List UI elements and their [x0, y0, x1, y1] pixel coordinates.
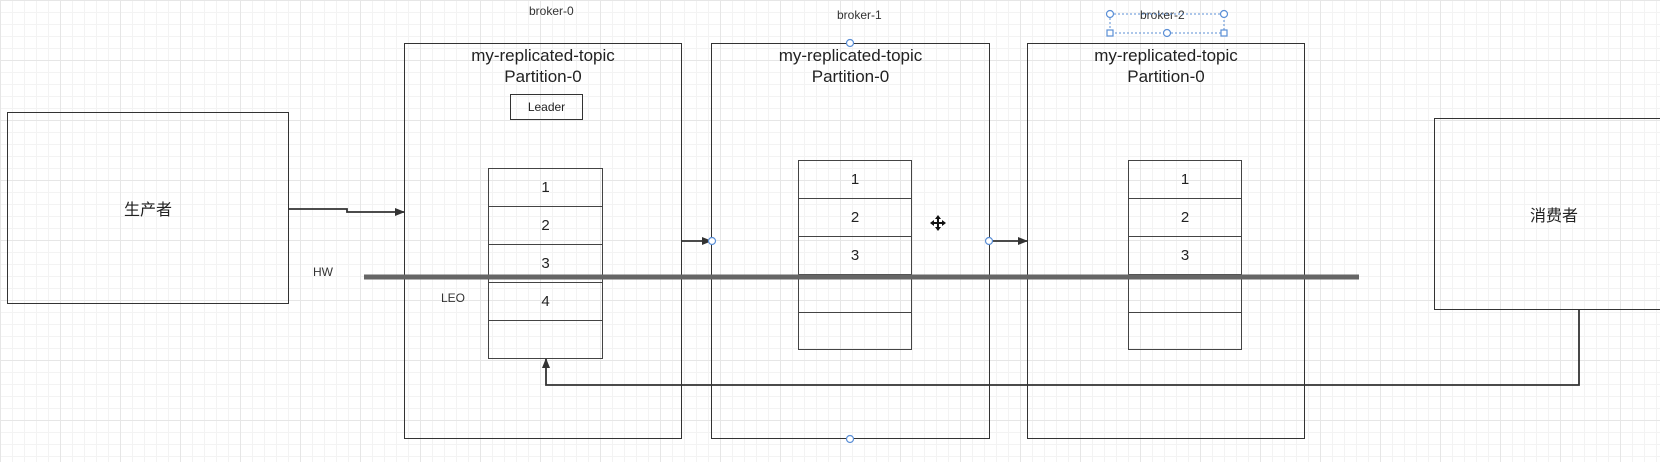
broker-1-topic: my-replicated-topic: [778, 46, 923, 65]
broker-0-title: my-replicated-topic Partition-0: [405, 45, 681, 87]
broker-2-title: my-replicated-topic Partition-0: [1028, 45, 1304, 87]
broker-2-label[interactable]: broker-2: [1140, 8, 1185, 22]
log-cell: 2: [489, 207, 602, 245]
broker-1-partition: Partition-0: [811, 67, 890, 86]
broker-1-label: broker-1: [837, 8, 882, 22]
connection-point[interactable]: [845, 434, 855, 444]
broker-0-box[interactable]: my-replicated-topic Partition-0: [404, 43, 682, 439]
producer-to-broker-0-arrow[interactable]: [289, 208, 405, 216]
broker-0-topic: my-replicated-topic: [471, 46, 615, 65]
broker-2-topic: my-replicated-topic: [1094, 46, 1238, 65]
producer-label: 生产者: [123, 202, 172, 219]
consumer-to-broker-0-arrow[interactable]: [542, 310, 1580, 386]
selection-box[interactable]: [1105, 9, 1229, 38]
log-cell: [799, 275, 911, 313]
log-cell: 1: [1129, 161, 1241, 199]
connection-point[interactable]: [707, 236, 717, 246]
log-cell: 2: [1129, 199, 1241, 237]
connection-point[interactable]: [845, 38, 855, 48]
log-cell: 4: [489, 283, 602, 321]
move-cursor-icon: [930, 215, 946, 231]
log-cell: 1: [799, 161, 911, 199]
broker-1-log-stack: 1 2 3: [798, 160, 912, 350]
broker-2-partition: Partition-0: [1127, 67, 1205, 86]
producer-box[interactable]: 生产者: [7, 112, 289, 304]
broker-2-box[interactable]: my-replicated-topic Partition-0: [1027, 43, 1305, 439]
broker-0-label: broker-0: [529, 4, 574, 18]
hw-label: HW: [313, 265, 333, 279]
broker-1-title: my-replicated-topic Partition-0: [712, 45, 989, 87]
broker-0-log-stack: 1 2 3 4: [488, 168, 603, 359]
log-cell: 1: [489, 169, 602, 207]
leo-label: LEO: [441, 291, 466, 305]
connection-point[interactable]: [984, 236, 994, 246]
log-cell: [1129, 275, 1241, 313]
leader-badge: Leader: [510, 94, 583, 120]
consumer-label: 消费者: [1529, 208, 1578, 225]
broker-0-partition: Partition-0: [504, 67, 582, 86]
consumer-box[interactable]: 消费者: [1434, 118, 1660, 310]
log-cell: 2: [799, 199, 911, 237]
log-cell: 3: [489, 245, 602, 283]
